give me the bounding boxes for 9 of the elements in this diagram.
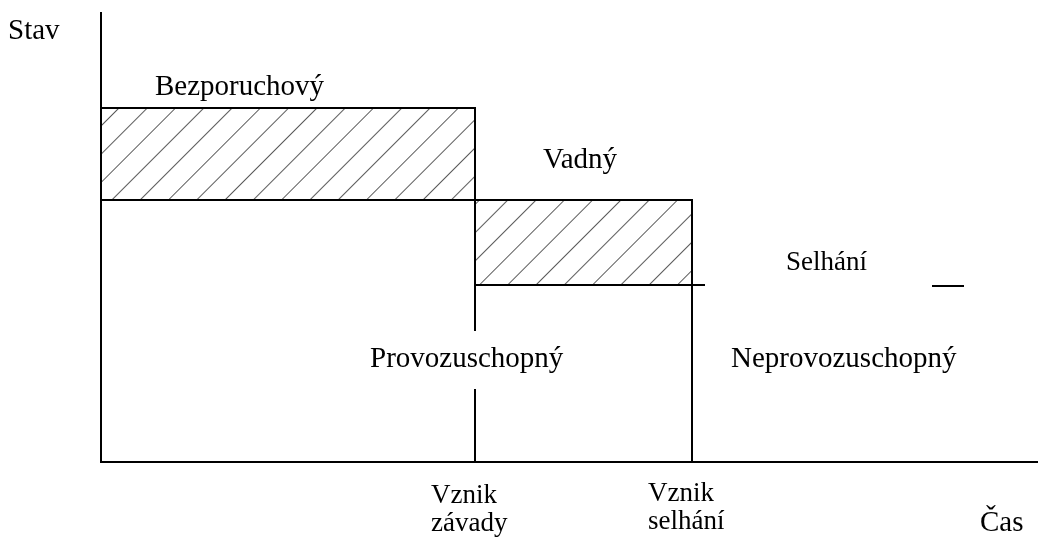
state-label: Selhání [786, 247, 867, 276]
event-label: Vznik selhání [648, 478, 726, 535]
state-label: Provozuschopný [370, 342, 564, 373]
state-label: Vadný [543, 143, 618, 174]
axis-label: Čas [980, 506, 1024, 537]
event-label: Vznik závady [431, 480, 509, 537]
state-label: Bezporuchový [155, 70, 325, 101]
axis-label: Stav [8, 14, 60, 45]
state-label: Neprovozuschopný [731, 342, 957, 373]
